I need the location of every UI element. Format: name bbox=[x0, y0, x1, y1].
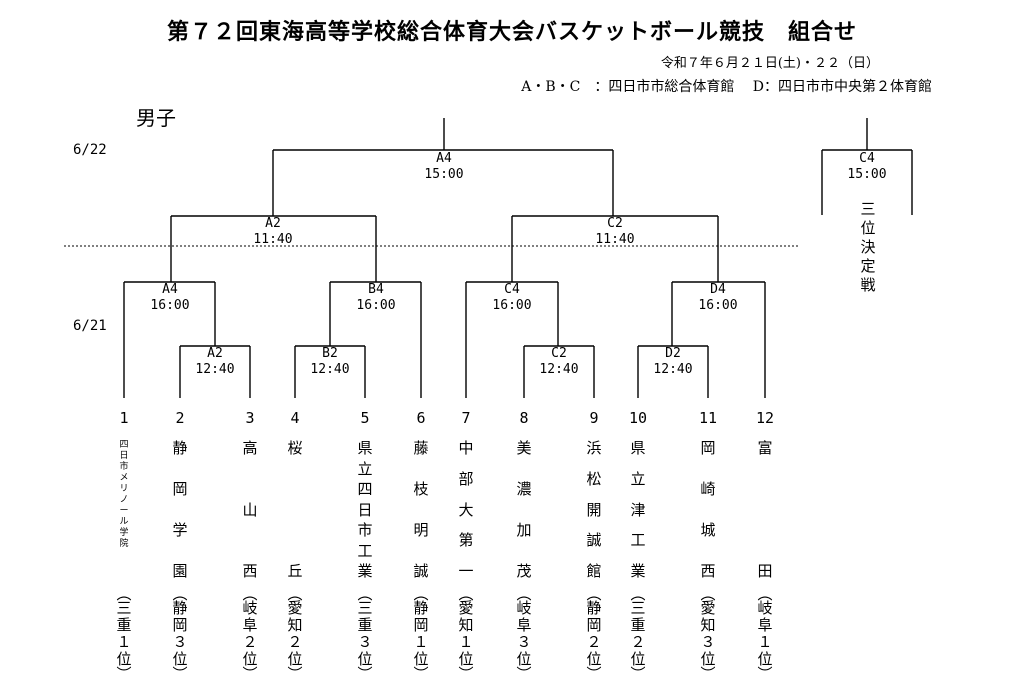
match-qf1: A4 16:00 bbox=[150, 282, 189, 313]
team-seed: 9 bbox=[589, 409, 599, 427]
team-name: 藤枝明誠 bbox=[413, 439, 429, 580]
team-name: 浜松開誠館 bbox=[586, 439, 602, 580]
match-court: C4 bbox=[859, 151, 875, 166]
match-court: D4 bbox=[710, 282, 726, 297]
team-seed: 1 bbox=[119, 409, 129, 427]
match-r1-1: A2 12:40 bbox=[195, 346, 234, 377]
team-seed: 6 bbox=[416, 409, 426, 427]
team-name: 県立津工業 bbox=[630, 439, 646, 580]
match-court: A4 bbox=[162, 282, 178, 297]
match-time: 12:40 bbox=[310, 362, 349, 377]
match-time: 11:40 bbox=[253, 232, 292, 247]
match-time: 16:00 bbox=[150, 298, 189, 313]
match-court: A4 bbox=[436, 151, 452, 166]
match-r1-4: D2 12:40 bbox=[653, 346, 692, 377]
team-seed: 3 bbox=[245, 409, 255, 427]
match-third-place: C4 15:00 bbox=[847, 151, 886, 182]
team-name: 高山西 bbox=[242, 439, 258, 580]
match-court: B2 bbox=[322, 346, 338, 361]
match-court: C2 bbox=[607, 216, 623, 231]
venue-info: A・B・C ：四日市市総合体育館 D：四日市市中央第２体育館 bbox=[521, 79, 932, 95]
match-qf3: C4 16:00 bbox=[492, 282, 531, 313]
match-final: A4 15:00 bbox=[424, 151, 463, 182]
third-place-label: 三位決定戦 bbox=[860, 200, 876, 294]
event-dates: 令和７年６月２１日(土)・２２（日） bbox=[660, 56, 879, 71]
match-time: 12:40 bbox=[653, 362, 692, 377]
team-name: 富田 bbox=[757, 439, 773, 580]
match-time: 16:00 bbox=[356, 298, 395, 313]
match-time: 12:40 bbox=[195, 362, 234, 377]
team-seed: 11 bbox=[698, 409, 718, 427]
team-seed: 2 bbox=[175, 409, 185, 427]
team-seed: 5 bbox=[360, 409, 370, 427]
team-name: 桜丘 bbox=[287, 439, 303, 580]
match-time: 11:40 bbox=[595, 232, 634, 247]
match-court: C4 bbox=[504, 282, 520, 297]
team-seed: 12 bbox=[755, 409, 775, 427]
tournament-title: 第７２回東海高等学校総合体育大会バスケットボール競技 組合せ bbox=[166, 20, 857, 45]
day-label-6-21: 6/21 bbox=[73, 318, 107, 334]
team-name: 静岡学園 bbox=[172, 439, 188, 580]
match-court: D2 bbox=[665, 346, 681, 361]
team-seed: 7 bbox=[461, 409, 471, 427]
match-court: A2 bbox=[207, 346, 223, 361]
match-time: 16:00 bbox=[492, 298, 531, 313]
team-seed: 8 bbox=[519, 409, 529, 427]
team-name: 岡崎城西 bbox=[700, 439, 716, 580]
match-semi-right: C2 11:40 bbox=[595, 216, 634, 247]
match-time: 15:00 bbox=[424, 167, 463, 182]
division-label: 男子 bbox=[136, 106, 176, 130]
match-semi-left: A2 11:40 bbox=[253, 216, 292, 247]
match-time: 12:40 bbox=[539, 362, 578, 377]
team-name: 美濃加茂 bbox=[516, 439, 532, 580]
match-qf4: D4 16:00 bbox=[698, 282, 737, 313]
team-name: 四日市メリノール学院 bbox=[119, 440, 129, 549]
team-name: 県立四日市工業 bbox=[357, 439, 373, 580]
team-seed: 4 bbox=[290, 409, 300, 427]
team-name: 中部大第一 bbox=[458, 439, 474, 580]
day-label-6-22: 6/22 bbox=[73, 142, 107, 158]
match-qf2: B4 16:00 bbox=[356, 282, 395, 313]
match-r1-2: B2 12:40 bbox=[310, 346, 349, 377]
match-court: B4 bbox=[368, 282, 384, 297]
match-time: 15:00 bbox=[847, 167, 886, 182]
match-court: C2 bbox=[551, 346, 567, 361]
match-r1-3: C2 12:40 bbox=[539, 346, 578, 377]
team-seed: 10 bbox=[628, 409, 648, 427]
match-court: A2 bbox=[265, 216, 281, 231]
match-time: 16:00 bbox=[698, 298, 737, 313]
